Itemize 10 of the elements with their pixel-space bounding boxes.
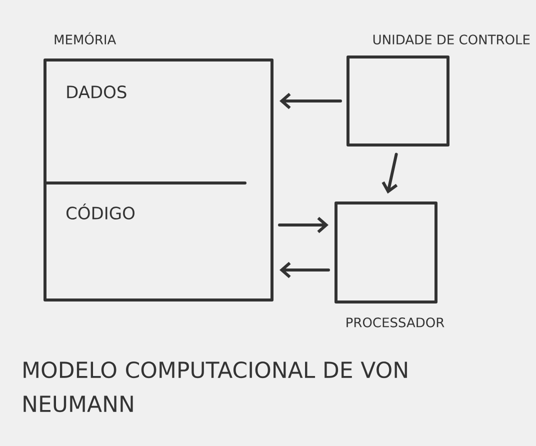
arrow (278, 216, 328, 234)
arrow (280, 262, 330, 278)
arrow (280, 92, 342, 110)
memory-section: CÓDIGO (66, 204, 134, 220)
title: MODELO COMPUTACIONAL DE VON NEUMANN (24, 362, 407, 412)
arrow (382, 152, 398, 194)
heading: MEMÓRIA (54, 32, 116, 44)
heading: UNIDADE DE CONTROLE (373, 34, 530, 44)
heading: PROCESSADOR (346, 318, 444, 328)
memory-section: DADOS (67, 86, 126, 98)
